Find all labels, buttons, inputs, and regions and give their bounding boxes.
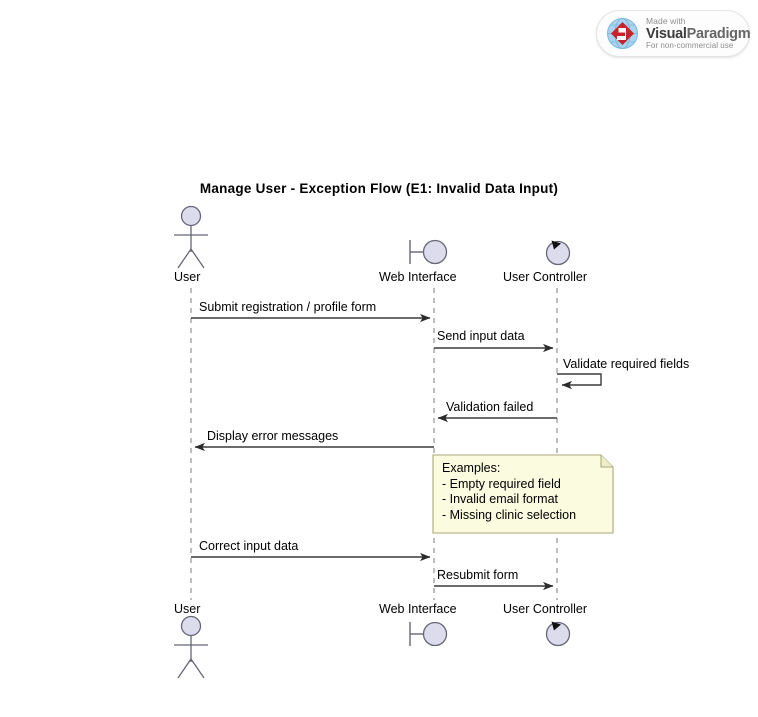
note-text: Examples: - Empty required field - Inval… bbox=[442, 461, 577, 522]
lifeline-foot-web-interface[interactable] bbox=[409, 621, 448, 647]
lifeline-foot-user[interactable] bbox=[174, 615, 208, 679]
control-circle-icon bbox=[545, 240, 571, 266]
note-shape bbox=[432, 454, 614, 534]
actor-leg-right-line-bottom bbox=[190, 658, 205, 679]
message-label-validate-required-fields: Validate required fields bbox=[563, 357, 690, 371]
message-label-display-error-messages: Display error messages bbox=[207, 429, 339, 443]
lifeline-label-web-interface-top: Web Interface bbox=[379, 270, 457, 284]
control-arrow-icon-bottom bbox=[551, 621, 561, 631]
message-label-send-input-data: Send input data bbox=[437, 329, 525, 343]
message-label-correct-input-data: Correct input data bbox=[199, 539, 299, 553]
actor-head-icon-bottom bbox=[180, 615, 202, 637]
actor-head-icon bbox=[180, 205, 202, 227]
lifeline-head-user[interactable] bbox=[174, 205, 208, 269]
message-self-loop-validate-required-fields bbox=[557, 373, 602, 390]
watermark-subtitle-label: For non-commercial use bbox=[646, 41, 734, 50]
lifeline-label-user-top: User bbox=[174, 270, 201, 284]
control-circle-icon-bottom bbox=[545, 621, 571, 647]
visual-paradigm-watermark: Made with VisualParadigm For non-commerc… bbox=[596, 10, 751, 57]
note-box: Examples: - Empty required field - Inval… bbox=[433, 455, 613, 533]
control-arrow-icon bbox=[551, 240, 561, 250]
boundary-circle-icon-bottom bbox=[422, 621, 448, 647]
diagram-title: Manage User - Exception Flow (E1: Invali… bbox=[199, 181, 559, 196]
boundary-circle-icon bbox=[422, 239, 448, 265]
actor-leg-left-line-bottom bbox=[177, 658, 192, 679]
lifeline-dashes bbox=[190, 288, 558, 600]
watermark-brand-label: VisualParadigm bbox=[646, 25, 751, 42]
visual-paradigm-logo-icon bbox=[604, 15, 641, 52]
message-label-validation-failed: Validation failed bbox=[446, 400, 534, 414]
lifeline-label-web-interface-bottom: Web Interface bbox=[379, 602, 457, 616]
lifeline-head-user-controller[interactable] bbox=[545, 240, 571, 266]
message-label-resubmit-form: Resubmit form bbox=[437, 568, 519, 582]
actor-leg-right-line bbox=[190, 248, 205, 269]
watermark-made-with-label: Made with bbox=[646, 16, 686, 26]
actor-leg-left-line bbox=[177, 248, 192, 269]
lifeline-label-user-controller-bottom: User Controller bbox=[503, 602, 588, 616]
message-label-submit-registration-profile-form: Submit registration / profile form bbox=[199, 300, 377, 314]
lifeline-head-web-interface[interactable] bbox=[409, 239, 448, 265]
lifeline-label-user-bottom: User bbox=[174, 602, 201, 616]
lifeline-foot-user-controller[interactable] bbox=[545, 621, 571, 647]
lifeline-label-user-controller-top: User Controller bbox=[503, 270, 588, 284]
